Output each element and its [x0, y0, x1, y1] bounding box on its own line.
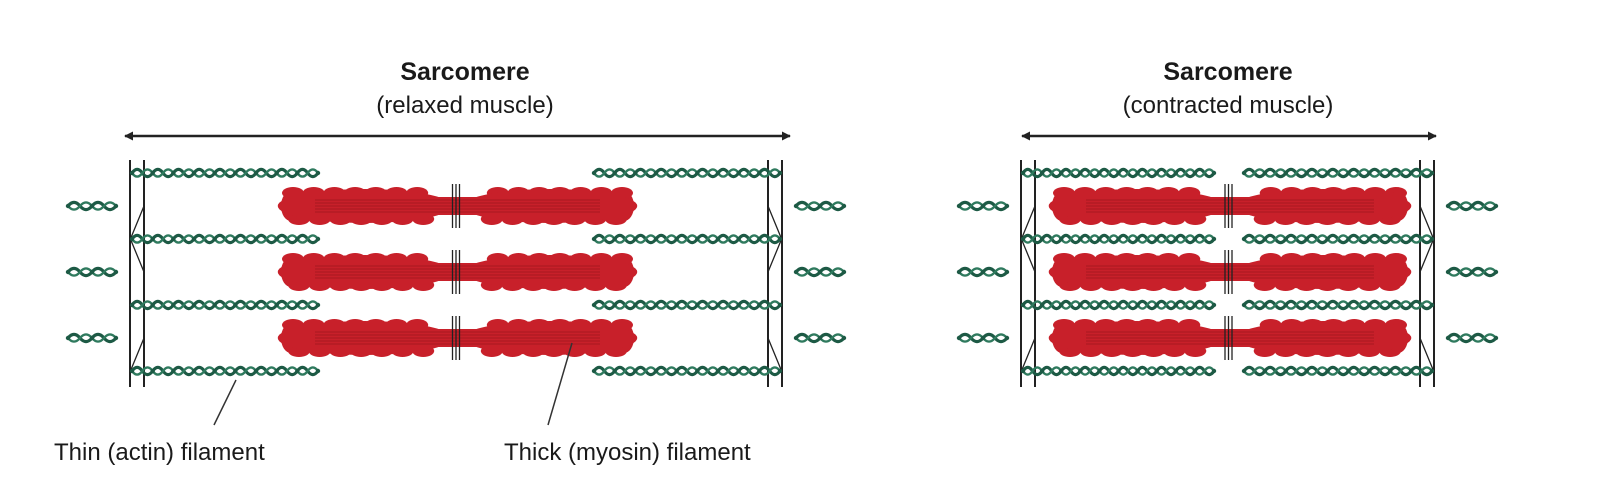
z-disc — [129, 160, 145, 387]
z-disc — [767, 160, 783, 387]
myosin-filament — [1048, 250, 1412, 294]
actin-filament — [129, 365, 321, 377]
actin-filament — [591, 233, 783, 245]
actin-filament — [1445, 332, 1499, 344]
thick-filament-pointer — [547, 342, 573, 426]
panel-relaxed: Sarcomere (relaxed muscle) Thin (actin) … — [54, 58, 847, 466]
myosin-filament — [1048, 184, 1412, 228]
thin-filament-pointer — [213, 379, 237, 426]
actin-filament — [65, 266, 119, 278]
actin-filament — [956, 200, 1010, 212]
actin-filament — [129, 299, 321, 311]
thin-filament-label: Thin (actin) filament — [54, 439, 265, 466]
myosin-filament — [277, 250, 638, 294]
actin-filament — [1020, 299, 1217, 311]
actin-filament — [793, 266, 847, 278]
panel-relaxed-title: Sarcomere — [400, 58, 529, 86]
myosin-filament — [277, 184, 638, 228]
actin-filament — [591, 365, 783, 377]
actin-filament — [1020, 233, 1217, 245]
myosin-filament — [1048, 316, 1412, 360]
panel-contracted-subtitle: (contracted muscle) — [1123, 92, 1334, 119]
panel-contracted-title: Sarcomere — [1163, 58, 1292, 86]
relaxed-sarcomere-structure — [65, 160, 847, 387]
thick-filament-label: Thick (myosin) filament — [504, 439, 751, 466]
actin-filament — [591, 299, 783, 311]
actin-filament — [793, 200, 847, 212]
actin-filament — [1020, 365, 1217, 377]
actin-filament — [793, 332, 847, 344]
actin-filament — [956, 332, 1010, 344]
contracted-sarcomere-structure — [956, 160, 1499, 387]
actin-filament — [956, 266, 1010, 278]
actin-filament — [65, 332, 119, 344]
actin-filament — [591, 167, 783, 179]
actin-filament — [129, 233, 321, 245]
actin-filament — [1241, 167, 1435, 179]
panel-relaxed-subtitle: (relaxed muscle) — [376, 92, 553, 119]
actin-filament — [1445, 266, 1499, 278]
actin-filament — [65, 200, 119, 212]
actin-filament — [1241, 365, 1435, 377]
actin-filament — [129, 167, 321, 179]
actin-filament — [1020, 167, 1217, 179]
actin-filament — [1241, 233, 1435, 245]
z-disc — [1020, 160, 1036, 387]
panel-contracted: Sarcomere (contracted muscle) — [956, 58, 1499, 387]
myosin-filament — [277, 316, 638, 360]
z-disc — [1419, 160, 1435, 387]
actin-filament — [1445, 200, 1499, 212]
actin-filament — [1241, 299, 1435, 311]
